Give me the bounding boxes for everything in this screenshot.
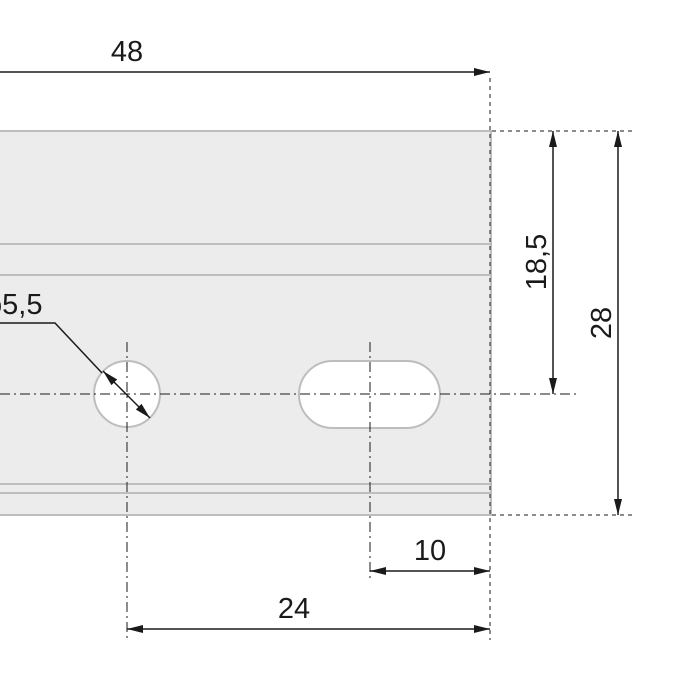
dimension-labels: 48 ö5,5 18,5 28 10 24: [0, 36, 618, 625]
label-slot-offset: 10: [414, 535, 446, 567]
label-height-to-center: 18,5: [521, 234, 553, 290]
dim-line-diameter: [102, 370, 151, 419]
rail-body: [0, 130, 492, 516]
label-hole-spacing: 24: [278, 593, 310, 625]
leader-line-diameter: [0, 322, 103, 374]
label-total-height: 28: [586, 307, 618, 339]
rail-profile: [0, 130, 492, 516]
label-hole-diameter: ö5,5: [0, 289, 42, 321]
label-total-length: 48: [111, 36, 143, 68]
dimension-lines: [0, 68, 622, 633]
